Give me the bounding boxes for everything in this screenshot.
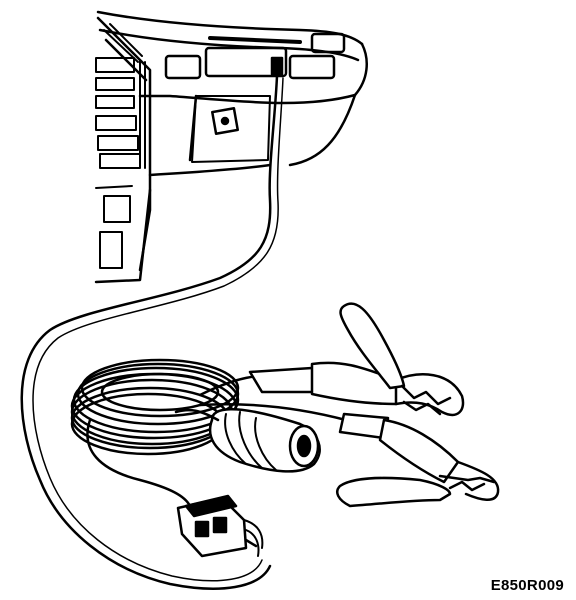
clamp-wire-lower (198, 402, 348, 422)
glovebox (164, 32, 346, 163)
main-cable-inner (32, 77, 284, 582)
cable-outlet (270, 56, 284, 76)
radio-unit (95, 23, 146, 269)
connector-cable (86, 418, 192, 508)
connector-plug (176, 494, 264, 558)
main-cable (20, 74, 279, 590)
black-clamp (336, 412, 500, 508)
figure-reference-code: E850R009 (490, 577, 564, 594)
cigarette-lighter-plug (174, 408, 321, 473)
red-clamp (248, 302, 465, 417)
